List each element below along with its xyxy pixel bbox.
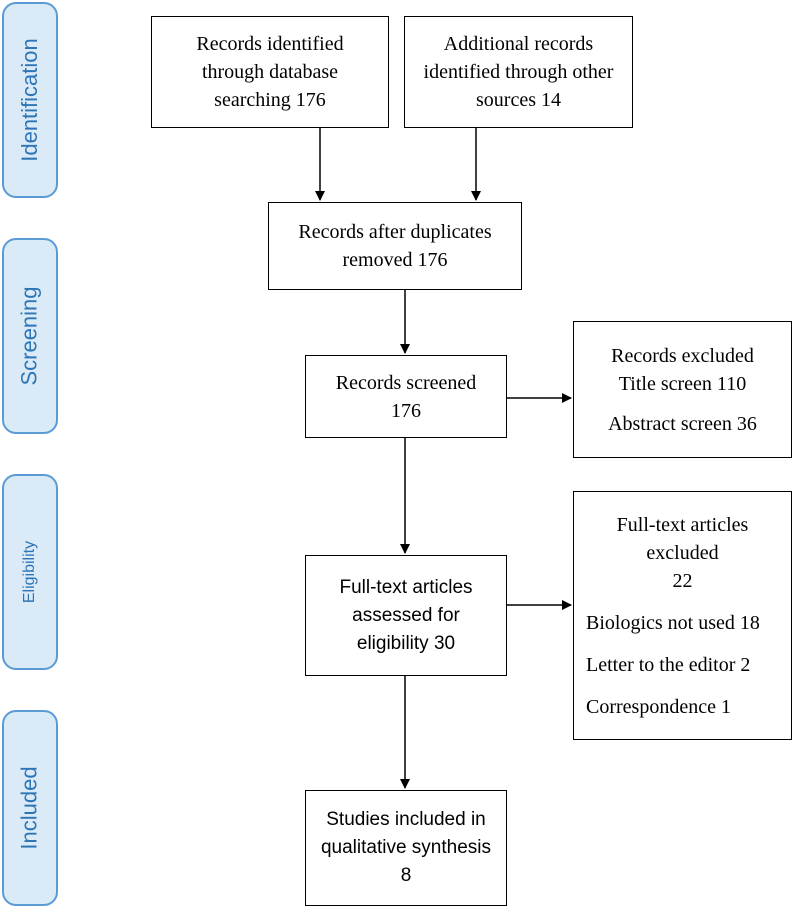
box-line: Full-text articles (616, 513, 749, 536)
box-line: excluded (646, 541, 719, 564)
box-line: Full-text articles (339, 576, 473, 598)
box-line: Title screen 110 (618, 372, 747, 395)
box-line: Records after duplicates (298, 221, 492, 243)
after-duplicates-box: Records after duplicates removed 176 (268, 202, 522, 290)
exclusion-reason: Correspondence 1 (586, 695, 731, 718)
studies-included-box: Studies included in qualitative synthesi… (305, 790, 507, 906)
fulltext-assessed-box: Full-text articles assessed for eligibil… (305, 555, 507, 676)
stage-eligibility: Eligibility (2, 474, 58, 670)
database-records-box: Records identified through database sear… (151, 16, 389, 128)
other-records-box: Additional records identified through ot… (404, 16, 633, 128)
box-line: 8 (400, 865, 412, 886)
records-excluded-box: Records excluded Title screen 110 Abstra… (573, 321, 792, 458)
box-line: assessed for (352, 604, 460, 626)
records-screened-box: Records screened 176 (305, 355, 507, 438)
box-line: searching 176 (214, 89, 326, 111)
box-line: removed 176 (342, 249, 448, 271)
box-line: 22 (672, 569, 693, 592)
box-line: 176 (391, 399, 421, 422)
box-line: eligibility 30 (356, 632, 456, 654)
stage-identification-label: Identification (17, 38, 42, 162)
box-line: through database (201, 61, 339, 83)
stage-screening: Screening (2, 238, 58, 434)
box-line: Records identified (196, 33, 344, 55)
box-line: Additional records (443, 33, 594, 55)
exclusion-reason: Biologics not used 18 (586, 611, 760, 634)
stage-identification: Identification (2, 2, 58, 198)
box-line: sources 14 (476, 89, 561, 111)
box-line: Records screened (335, 371, 477, 394)
stage-screening-label: Screening (17, 286, 43, 386)
box-line: qualitative synthesis (320, 837, 492, 858)
box-line: Abstract screen 36 (608, 412, 757, 435)
exclusion-reason: Letter to the editor 2 (586, 653, 751, 676)
box-line: identified through other (423, 61, 614, 83)
stage-eligibility-label: Eligibility (21, 540, 38, 604)
box-line: Studies included in (326, 809, 486, 830)
box-line: Records excluded (611, 344, 754, 367)
stage-included-label: Included (17, 766, 42, 850)
fulltext-excluded-box: Full-text articles excluded 22 Biologics… (573, 491, 792, 740)
stage-included: Included (2, 710, 58, 906)
